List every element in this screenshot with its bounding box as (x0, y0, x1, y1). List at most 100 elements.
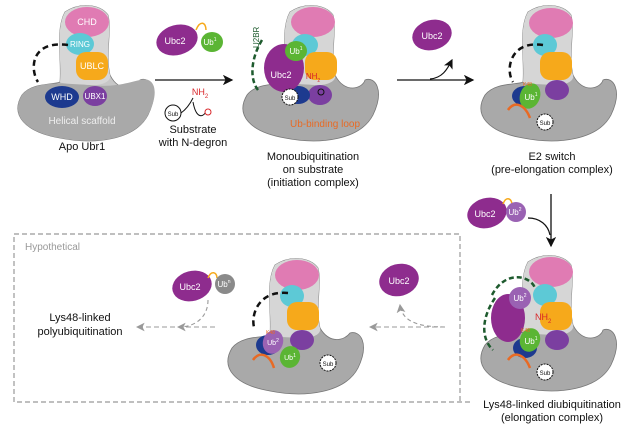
ubc2-loaded-label: Ubc2 (179, 282, 200, 292)
ubc2-label: Ubc2 (474, 209, 495, 219)
whd-label: WHD (51, 92, 73, 102)
ub2-molecule (262, 330, 284, 354)
polyub-caption-2: polyubiquitination (37, 326, 122, 338)
flexible-linker (252, 291, 289, 331)
panel4-caption-1: Lys48-linked diubiquitination (483, 399, 621, 411)
ring-domain (533, 34, 557, 56)
ubc2-enzyme (156, 24, 198, 56)
ubc2-enzyme (412, 19, 452, 51)
ub2-molecule (506, 202, 526, 222)
ub2-molecule (509, 287, 531, 309)
ubc2-label: Ubc2 (270, 70, 291, 80)
ubn-label: Ubn (217, 279, 230, 289)
ublc-domain (287, 302, 319, 330)
substrate-tail (180, 97, 207, 117)
substrate-circle (536, 113, 554, 131)
ubn-molecule (215, 274, 235, 294)
thioester-link (195, 22, 207, 31)
ub2-label: Ub2 (513, 293, 526, 303)
u2br-helix (251, 39, 264, 91)
ub1-label: Ub1 (203, 37, 216, 47)
ub1-molecule (285, 41, 307, 61)
step2-ubc2-release: Ubc2 (397, 19, 475, 86)
nh2-label: NH2 (535, 312, 552, 325)
ublc-domain (76, 52, 108, 80)
nh2-label: NH2 (306, 72, 321, 84)
ublc-label: UBLC (80, 61, 105, 71)
whd-domain (45, 86, 79, 108)
ublc-domain (540, 52, 572, 80)
ring-domain (66, 33, 94, 55)
sub-label: Sub (540, 121, 551, 127)
hypothetical-title: Hypothetical (25, 242, 80, 253)
panel-initiation-complex: Sub U2BR Ub1 Ubc2 NH2 Ub-binding loop Mo… (242, 5, 379, 189)
substrate-caption-1: Substrate (169, 124, 216, 136)
ub1-molecule (519, 83, 541, 109)
chd-domain (275, 260, 319, 290)
sub-label: Sub (540, 371, 551, 377)
nh2-label: NH2 (192, 87, 209, 100)
ub-binding-loop (506, 103, 532, 119)
k48-label: K48 (266, 330, 275, 336)
n-degron-charge-icon (317, 88, 325, 96)
scaffold-label: Helical scaffold (48, 116, 115, 127)
chd-domain (529, 257, 573, 287)
panel4-caption-2: (elongation complex) (501, 412, 603, 424)
panel-pre-elongation-complex: Sub K48 Ub1 E2 switch (pre-elongation co… (480, 5, 617, 176)
k48-label: K48 (521, 328, 530, 334)
ubc2-enzyme (467, 197, 507, 229)
release-arrow (429, 58, 453, 80)
chd-domain (65, 7, 109, 37)
substrate-caption-2: with N-degron (158, 137, 227, 149)
ring-domain (280, 285, 304, 307)
ring-label: RING (70, 40, 90, 49)
hypothetical-border (13, 233, 470, 403)
thioester-link (207, 272, 218, 279)
ubx1-domain (290, 330, 314, 350)
sub-label: Sub (323, 362, 334, 368)
u2br-helix (483, 297, 497, 351)
release-arrow (396, 303, 446, 328)
ubx1-domain (545, 330, 569, 350)
ub1-molecule (201, 32, 223, 52)
ubc2-loaded-enzyme (172, 270, 212, 302)
ubc2-free-label: Ubc2 (388, 276, 409, 286)
ub-binding-loop-label: Ub-binding loop (290, 119, 360, 130)
ub1-label: Ub1 (284, 353, 296, 362)
panel2-caption-3: (initiation complex) (267, 177, 359, 189)
step3-ubc2-ub2-loading: Ubc2 Ub2 (467, 194, 557, 248)
panel3-caption-2: (pre-elongation complex) (491, 164, 613, 176)
ub2-label: Ub2 (267, 338, 279, 347)
ubc2-label: Ubc2 (421, 31, 442, 41)
ring-domain (533, 284, 557, 306)
ub1-label: Ub1 (524, 336, 537, 346)
ublc-domain (540, 302, 572, 330)
ub-binding-loop (506, 353, 532, 369)
incoming-arrow (527, 217, 551, 236)
flexible-linker (32, 43, 69, 83)
hypo-arrow-curve (176, 299, 209, 332)
u2br-loop (490, 276, 537, 296)
step1-reagents: Ubc2 Ub1 Sub NH2 Substrate with N-degron (155, 22, 234, 149)
panel-apo-ubr1: CHD RING UBLC WHD UBX1 Helical scaffold … (17, 5, 155, 153)
panel-elongation-complex: Sub Ub2 NH2 K48 Ub1 Lys48-linked diubiqu… (480, 255, 621, 424)
chd-domain (291, 7, 335, 37)
substrate-circle (281, 88, 299, 106)
ub1-label: Ub1 (524, 92, 537, 102)
chd-label: CHD (77, 17, 97, 27)
positive-charge-icon (204, 108, 212, 116)
ubc2-free-enzyme (379, 263, 419, 297)
k48-label: K48 (523, 82, 532, 88)
ubc2-label: Ubc2 (164, 36, 185, 46)
panel2-caption-2: on substrate (283, 164, 344, 176)
sub-label: Sub (285, 96, 296, 102)
chd-domain (529, 8, 573, 38)
ub1-label: Ub1 (289, 46, 302, 56)
panel2-caption-1: Monoubiquitination (267, 151, 359, 163)
panel3-caption-1: E2 switch (528, 151, 575, 163)
ublc-domain (305, 52, 337, 80)
ubx1-domain (545, 80, 569, 100)
flexible-linker (508, 43, 544, 83)
ub1-molecule (519, 328, 541, 352)
